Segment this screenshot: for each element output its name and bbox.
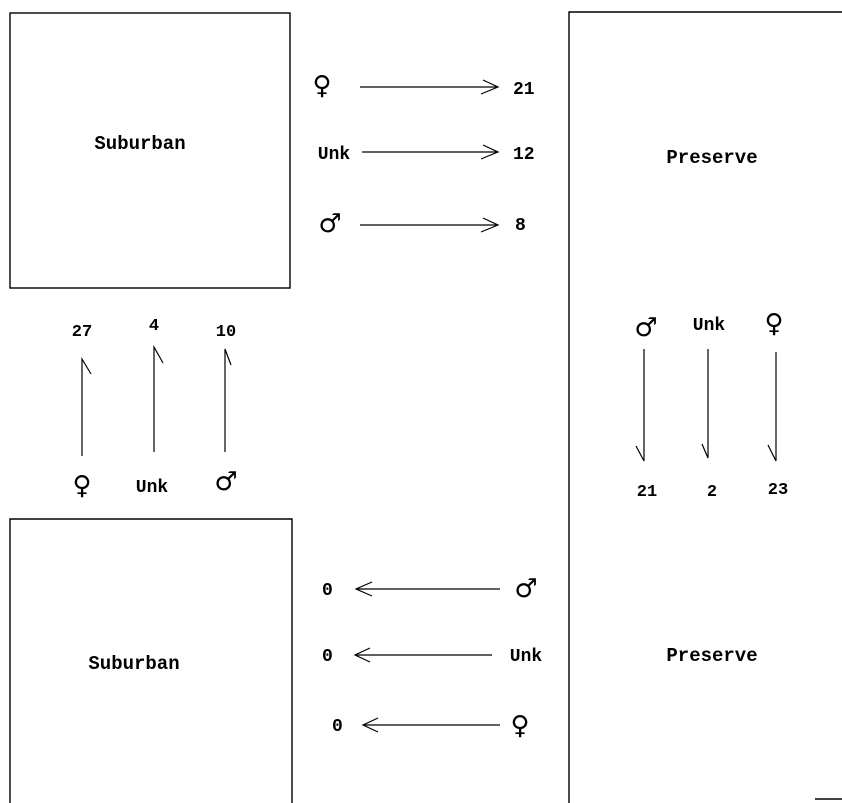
arrow-right bbox=[360, 79, 500, 95]
arrow-down bbox=[635, 349, 645, 462]
flow-male-row: ♂ 8 bbox=[318, 209, 525, 239]
count-label: 2 bbox=[707, 483, 717, 502]
preserve-bottom-label: Preserve bbox=[666, 645, 757, 667]
count-label: 10 bbox=[216, 323, 236, 342]
count-label: 27 bbox=[72, 323, 92, 342]
flow-male-row: 0 ♂ bbox=[322, 574, 538, 604]
flow-female-column: 27 ♀ bbox=[72, 323, 92, 501]
suburban-bottom-label: Suburban bbox=[88, 653, 179, 675]
count-label: 0 bbox=[332, 717, 343, 737]
flow-preserve-top-to-bottom: ♂ 21 Unk 2 ♀ 23 bbox=[634, 309, 788, 502]
unknown-label: Unk bbox=[318, 145, 351, 165]
arrow-down bbox=[701, 349, 709, 459]
flow-unknown-row: 0 Unk bbox=[322, 647, 542, 667]
arrow-right bbox=[360, 217, 500, 233]
flow-female-row: 0 ♀ bbox=[332, 711, 530, 741]
male-symbol: ♂ bbox=[214, 467, 237, 497]
arrow-up bbox=[224, 348, 232, 452]
flow-suburban-to-preserve: ♀ 21 Unk 12 ♂ 8 bbox=[312, 71, 534, 239]
arrow-left bbox=[354, 581, 500, 597]
preserve-top-label: Preserve bbox=[666, 147, 757, 169]
arrow-up bbox=[153, 344, 164, 452]
count-label: 4 bbox=[149, 317, 159, 336]
flow-preserve-to-suburban: 0 ♂ 0 Unk 0 ♀ bbox=[322, 574, 542, 741]
suburban-bottom-box: Suburban bbox=[9, 518, 293, 803]
preserve-border bbox=[568, 11, 842, 803]
male-symbol: ♂ bbox=[318, 209, 341, 239]
count-label: 0 bbox=[322, 647, 333, 667]
arrow-up bbox=[81, 356, 92, 456]
flow-female-row: ♀ 21 bbox=[312, 71, 534, 101]
arrow-right bbox=[362, 144, 500, 160]
arrow-down bbox=[767, 352, 777, 462]
suburban-top-box: Suburban bbox=[9, 12, 291, 289]
female-symbol: ♀ bbox=[764, 309, 783, 339]
count-label: 12 bbox=[513, 145, 535, 165]
female-symbol: ♀ bbox=[72, 471, 91, 501]
count-label: 21 bbox=[513, 80, 535, 100]
arrow-left bbox=[361, 717, 500, 733]
flow-suburban-bottom-to-top: 27 ♀ 4 Unk 10 ♂ bbox=[72, 317, 238, 501]
flow-male-column: 10 ♂ bbox=[214, 323, 237, 497]
flow-male-column: ♂ 21 bbox=[634, 313, 657, 502]
preserve-box: Preserve Preserve bbox=[568, 11, 842, 803]
unknown-label: Unk bbox=[136, 478, 169, 498]
female-symbol: ♀ bbox=[312, 71, 331, 101]
flow-unknown-column: Unk 2 bbox=[693, 316, 726, 502]
count-label: 21 bbox=[637, 483, 657, 502]
unknown-label: Unk bbox=[693, 316, 726, 336]
flow-female-column: ♀ 23 bbox=[764, 309, 788, 500]
arrow-left bbox=[353, 647, 492, 663]
count-label: 0 bbox=[322, 581, 333, 601]
female-symbol: ♀ bbox=[510, 711, 529, 741]
flow-unknown-row: Unk 12 bbox=[318, 144, 535, 165]
flow-unknown-column: 4 Unk bbox=[136, 317, 169, 498]
suburban-top-label: Suburban bbox=[94, 133, 185, 155]
count-label: 23 bbox=[768, 481, 788, 500]
count-label: 8 bbox=[515, 216, 526, 236]
male-symbol: ♂ bbox=[514, 574, 537, 604]
male-symbol: ♂ bbox=[634, 313, 657, 343]
unknown-label: Unk bbox=[510, 647, 543, 667]
suburban-bottom-border bbox=[9, 518, 293, 803]
suburban-top-border bbox=[9, 12, 291, 289]
